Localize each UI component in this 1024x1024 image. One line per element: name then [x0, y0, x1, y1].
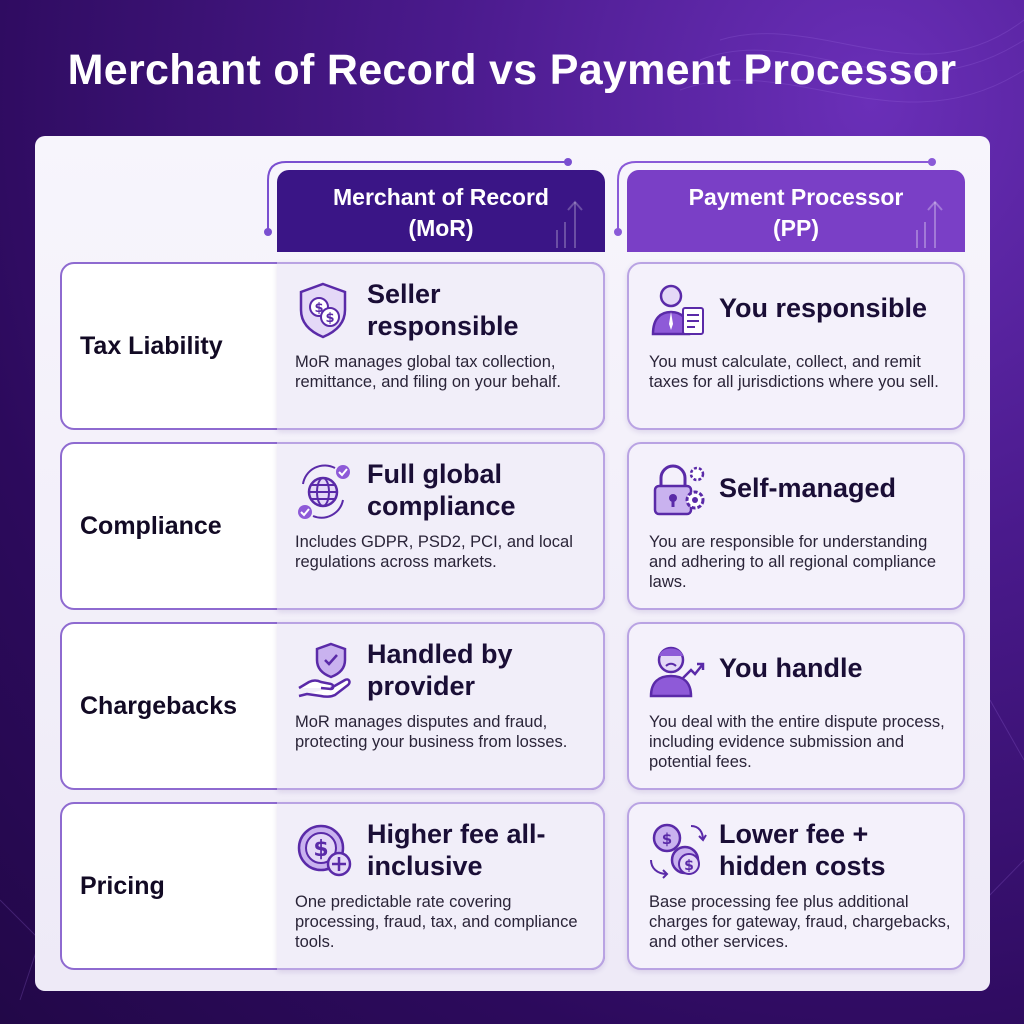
row-label: Tax Liability [80, 331, 223, 360]
growth-arrow-icon [556, 200, 583, 248]
mor-pricing-desc: One predictable rate covering processing… [295, 893, 578, 951]
pp-pricing-desc: Base processing fee plus additional char… [649, 893, 951, 951]
pp-chargebacks-cell: You handle You deal with the entire disp… [627, 622, 965, 790]
shield-dollar-icon: $ $ [299, 282, 347, 339]
mor-header-line2: (MoR) [408, 215, 474, 241]
pp-tax-cell: You responsible You must calculate, coll… [627, 262, 965, 430]
globe-check-icon [298, 464, 350, 519]
pp-header-connector [614, 158, 936, 236]
pp-column-header: Payment Processor (PP) [627, 170, 965, 252]
svg-text:$: $ [314, 301, 323, 316]
dollar-plus-icon: $ [297, 824, 352, 877]
mor-tax-heading: Seller responsible [367, 279, 519, 341]
mor-pricing-cell: $ Higher fee all-inclusive One predictab… [277, 802, 605, 970]
hand-shield-icon [298, 642, 351, 698]
lock-gears-icon [653, 464, 705, 516]
pp-tax-desc: You must calculate, collect, and remit t… [649, 353, 939, 391]
svg-text:$: $ [684, 858, 694, 874]
coins-exchange-icon: $ $ [650, 823, 707, 879]
row-label: Chargebacks [80, 691, 238, 720]
pp-header-line1: Payment Processor [688, 184, 904, 210]
row-label: Pricing [80, 871, 165, 900]
pp-tax-heading: You responsible [719, 293, 928, 323]
mor-tax-cell: $ $ Seller responsible MoR manages globa… [277, 262, 605, 430]
svg-text:$: $ [325, 311, 334, 326]
mor-header-line1: Merchant of Record [333, 184, 549, 210]
mor-header-connector [264, 158, 572, 236]
stressed-person-icon [649, 646, 705, 698]
mor-chargebacks-desc: MoR manages disputes and fraud, protecti… [295, 713, 568, 751]
svg-text:$: $ [662, 830, 672, 848]
mor-tax-desc: MoR manages global tax collection, remit… [295, 353, 561, 391]
pp-compliance-cell: Self-managed You are responsible for und… [627, 442, 965, 610]
mor-compliance-cell: Full global compliance Includes GDPR, PS… [277, 442, 605, 610]
mor-column-header: Merchant of Record (MoR) [277, 170, 605, 252]
mor-compliance-desc: Includes GDPR, PSD2, PCI, and local regu… [295, 533, 573, 571]
mor-compliance-heading: Full global compliance [367, 459, 516, 521]
mor-chargebacks-cell: Handled by provider MoR manages disputes… [277, 622, 605, 790]
pp-compliance-desc: You are responsible for understanding an… [649, 533, 937, 591]
pp-chargebacks-heading: You handle [719, 653, 863, 683]
pp-header-line2: (PP) [773, 215, 819, 241]
page-title: Merchant of Record vs Payment Processor [67, 46, 957, 94]
svg-text:$: $ [313, 837, 328, 862]
person-document-icon [651, 284, 704, 336]
pp-pricing-heading: Lower fee + hidden costs [719, 819, 886, 881]
pp-compliance-heading: Self-managed [719, 473, 897, 503]
pp-pricing-cell: $ $ Lower fee + hidden costs Base proces… [627, 802, 965, 970]
mor-chargebacks-heading: Handled by provider [367, 639, 513, 701]
row-label: Compliance [80, 511, 222, 540]
growth-arrow-icon [916, 200, 943, 248]
pp-chargebacks-desc: You deal with the entire dispute process… [649, 713, 945, 771]
mor-pricing-heading: Higher fee all-inclusive [367, 819, 546, 881]
